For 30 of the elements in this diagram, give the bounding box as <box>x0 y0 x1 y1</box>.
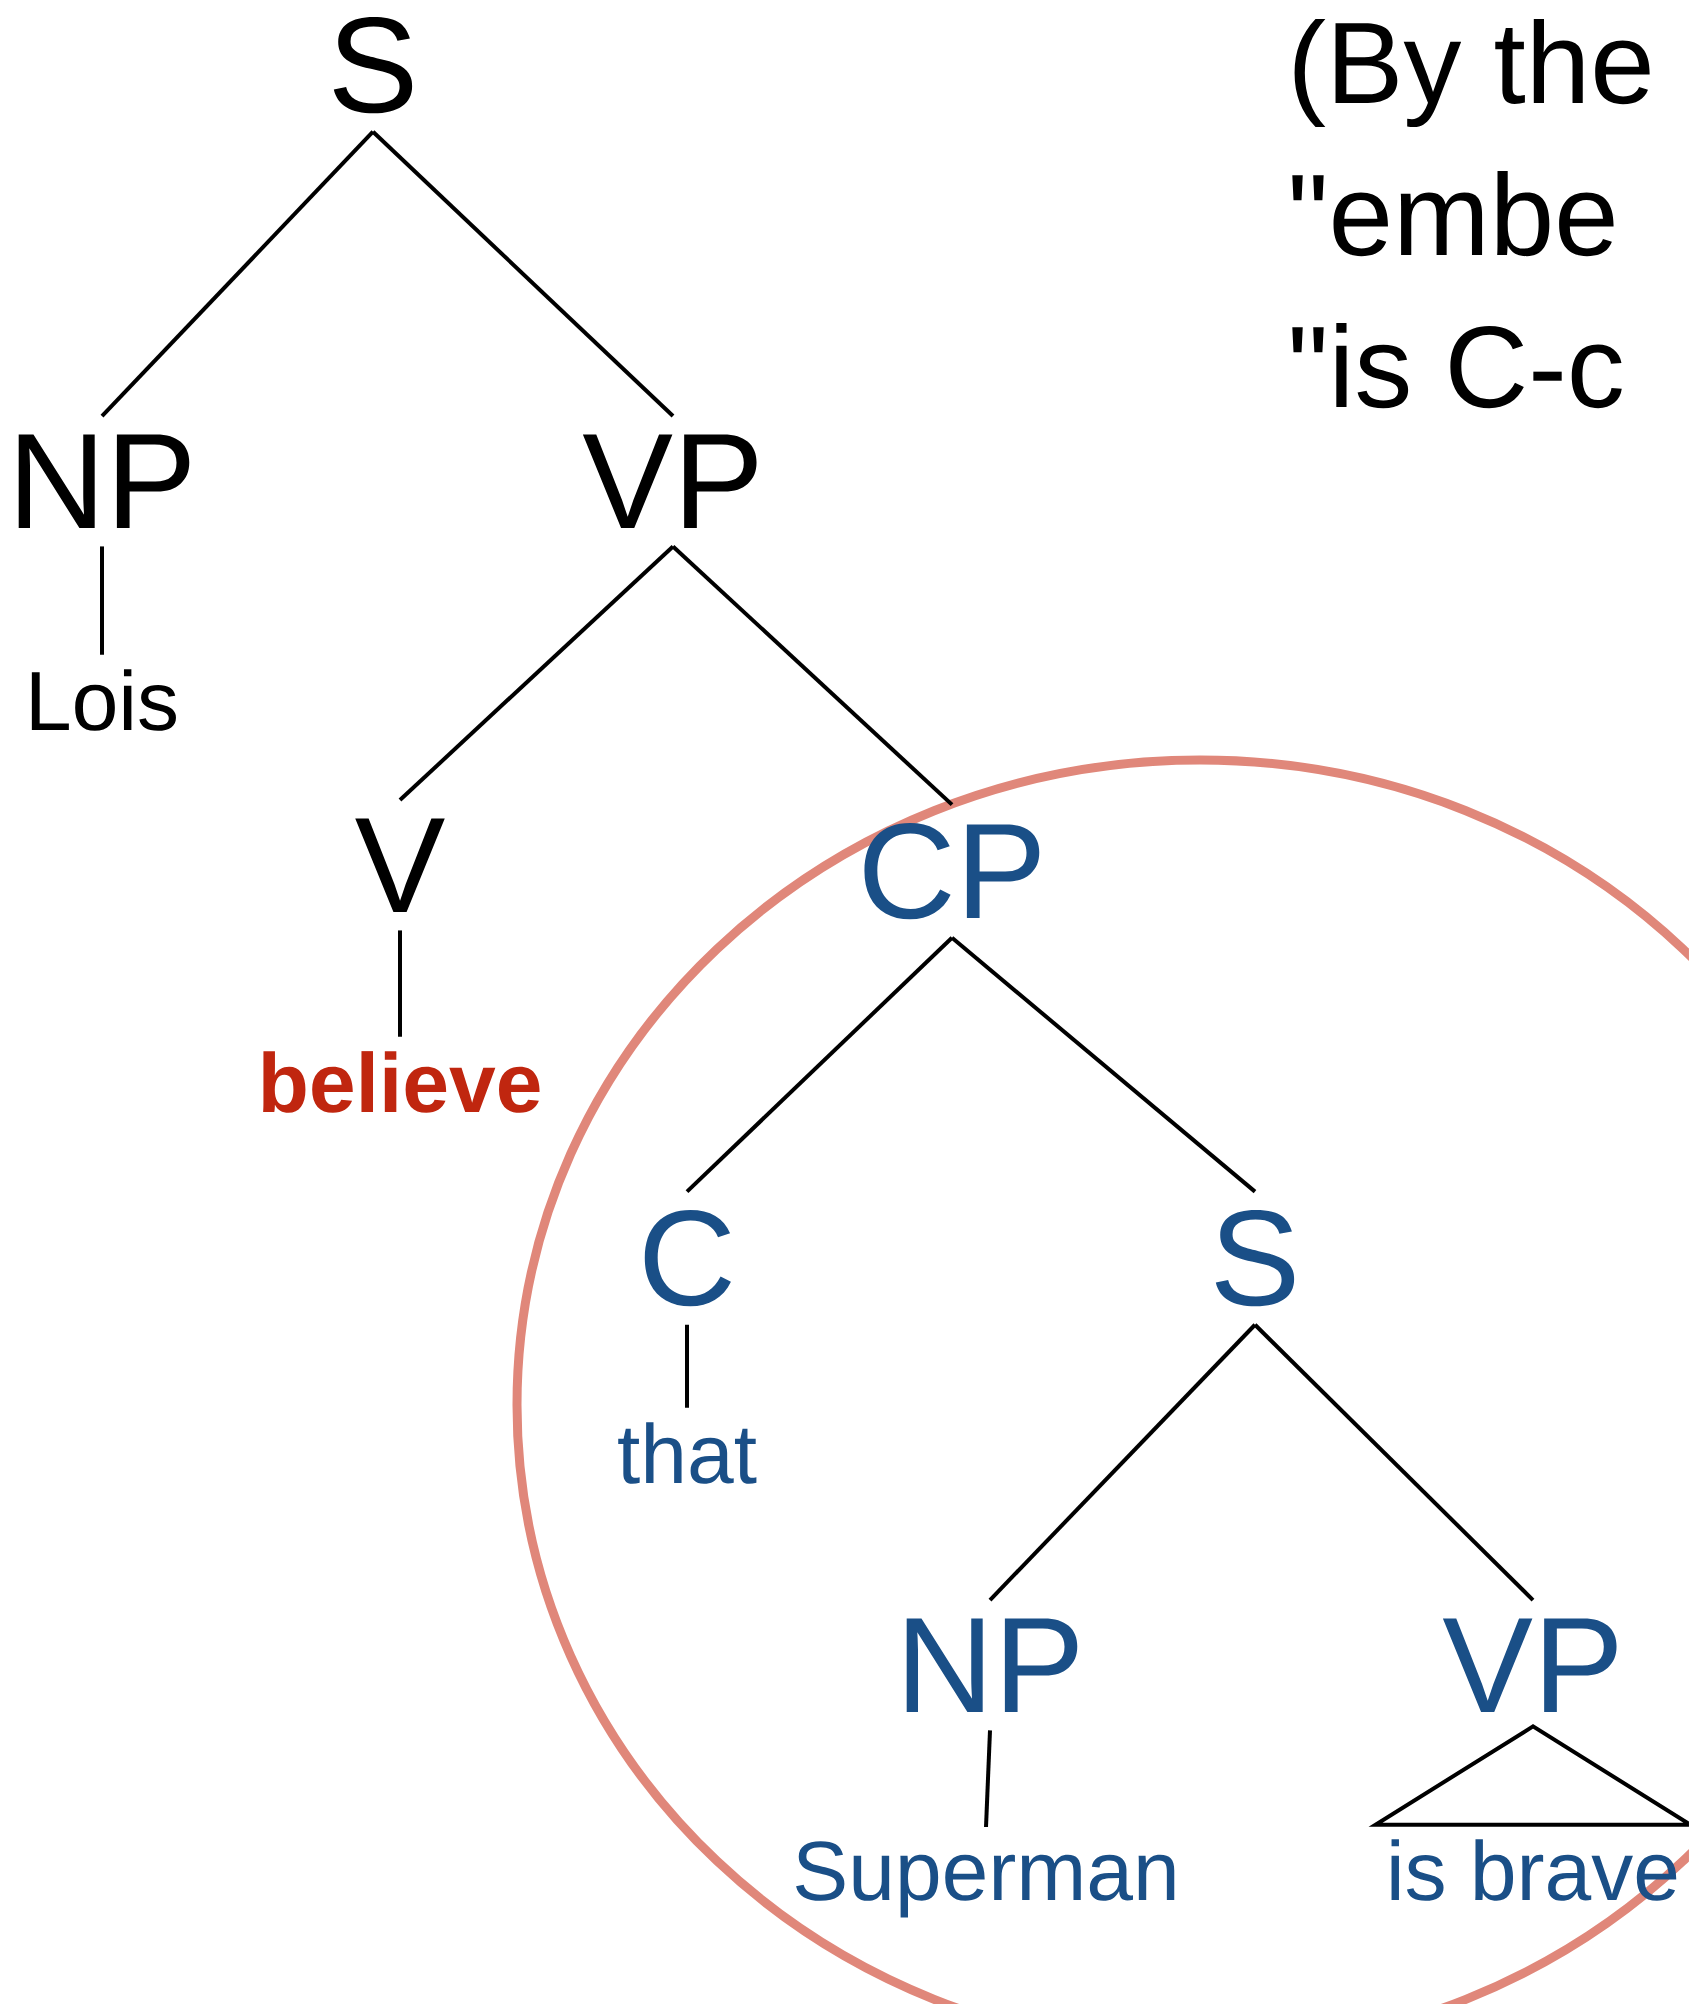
word-label: Superman <box>796 1841 1175 1918</box>
branch-line <box>100 546 104 655</box>
word-label: believe <box>263 1051 540 1113</box>
category-label: S <box>1215 1210 1295 1307</box>
branch-line <box>671 544 954 807</box>
category-label: CP <box>864 823 1040 920</box>
branch-line <box>100 130 375 418</box>
branch-line <box>371 130 675 418</box>
branch-line <box>685 936 954 1194</box>
branch-line <box>1253 1323 1535 1602</box>
word-label: Lois <box>31 669 176 731</box>
branch-line <box>398 544 675 802</box>
category-label: V <box>355 818 445 912</box>
category-label: VP <box>582 434 757 528</box>
branch-line <box>984 1730 992 1828</box>
branch-line <box>398 930 402 1037</box>
branch-line <box>988 1323 1257 1602</box>
note-text: "is C-c <box>1292 322 1622 409</box>
category-label: S <box>333 17 413 114</box>
word-label: that <box>618 1422 757 1484</box>
category-label: VP <box>1442 1618 1617 1712</box>
category-label: NP <box>18 434 190 528</box>
word-label: is brave <box>1391 1839 1677 1901</box>
category-label: C <box>644 1210 731 1307</box>
note-text: (By the <box>1294 18 1650 128</box>
branch-line <box>685 1324 689 1408</box>
roof-triangle <box>1368 1724 1689 1827</box>
category-label: NP <box>906 1618 1078 1712</box>
note-text: "embe <box>1292 170 1614 257</box>
branch-line <box>950 936 1257 1194</box>
